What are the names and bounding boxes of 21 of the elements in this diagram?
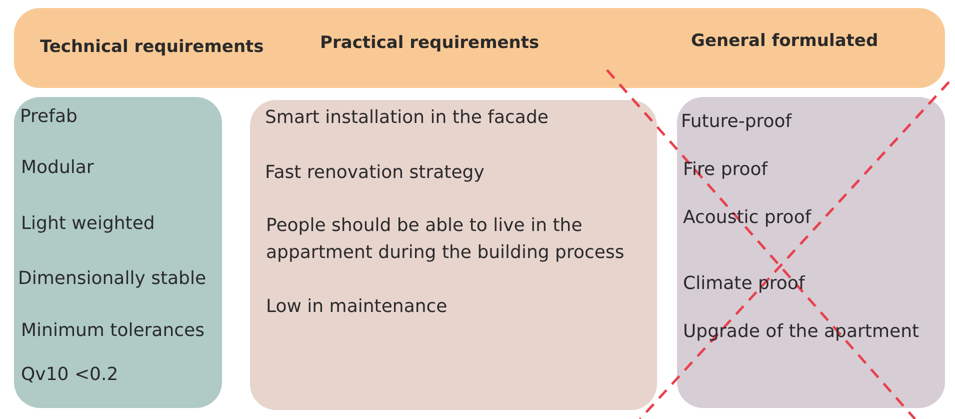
requirements-panel — [250, 100, 657, 410]
requirements-panel — [677, 97, 945, 408]
column-heading: General formulated — [691, 30, 878, 53]
header-band — [14, 8, 945, 88]
requirement-text: Dimensionally stable — [18, 267, 206, 291]
requirement-text: Upgrade of the apartment — [683, 320, 920, 344]
requirement-text: Modular — [21, 156, 94, 180]
requirements-panel — [14, 97, 222, 408]
requirement-text: Prefab — [20, 105, 78, 129]
requirement-text: Fire proof — [683, 158, 768, 182]
column-heading: Technical requirements — [40, 36, 264, 59]
requirement-text: Light weighted — [21, 212, 155, 236]
requirement-text: Low in maintenance — [266, 295, 448, 319]
requirement-text: Minimum tolerances — [21, 319, 204, 343]
requirement-text: Qv10 <0.2 — [21, 363, 118, 387]
column-heading: Practical requirements — [320, 32, 540, 55]
requirement-text: Smart installation in the facade — [265, 106, 548, 130]
requirement-text: Future-proof — [681, 110, 792, 134]
requirement-text: People should be able to live in the appartment during the building process — [266, 214, 626, 265]
requirement-text: Fast renovation strategy — [265, 161, 484, 185]
requirement-text: Acoustic proof — [683, 206, 812, 230]
